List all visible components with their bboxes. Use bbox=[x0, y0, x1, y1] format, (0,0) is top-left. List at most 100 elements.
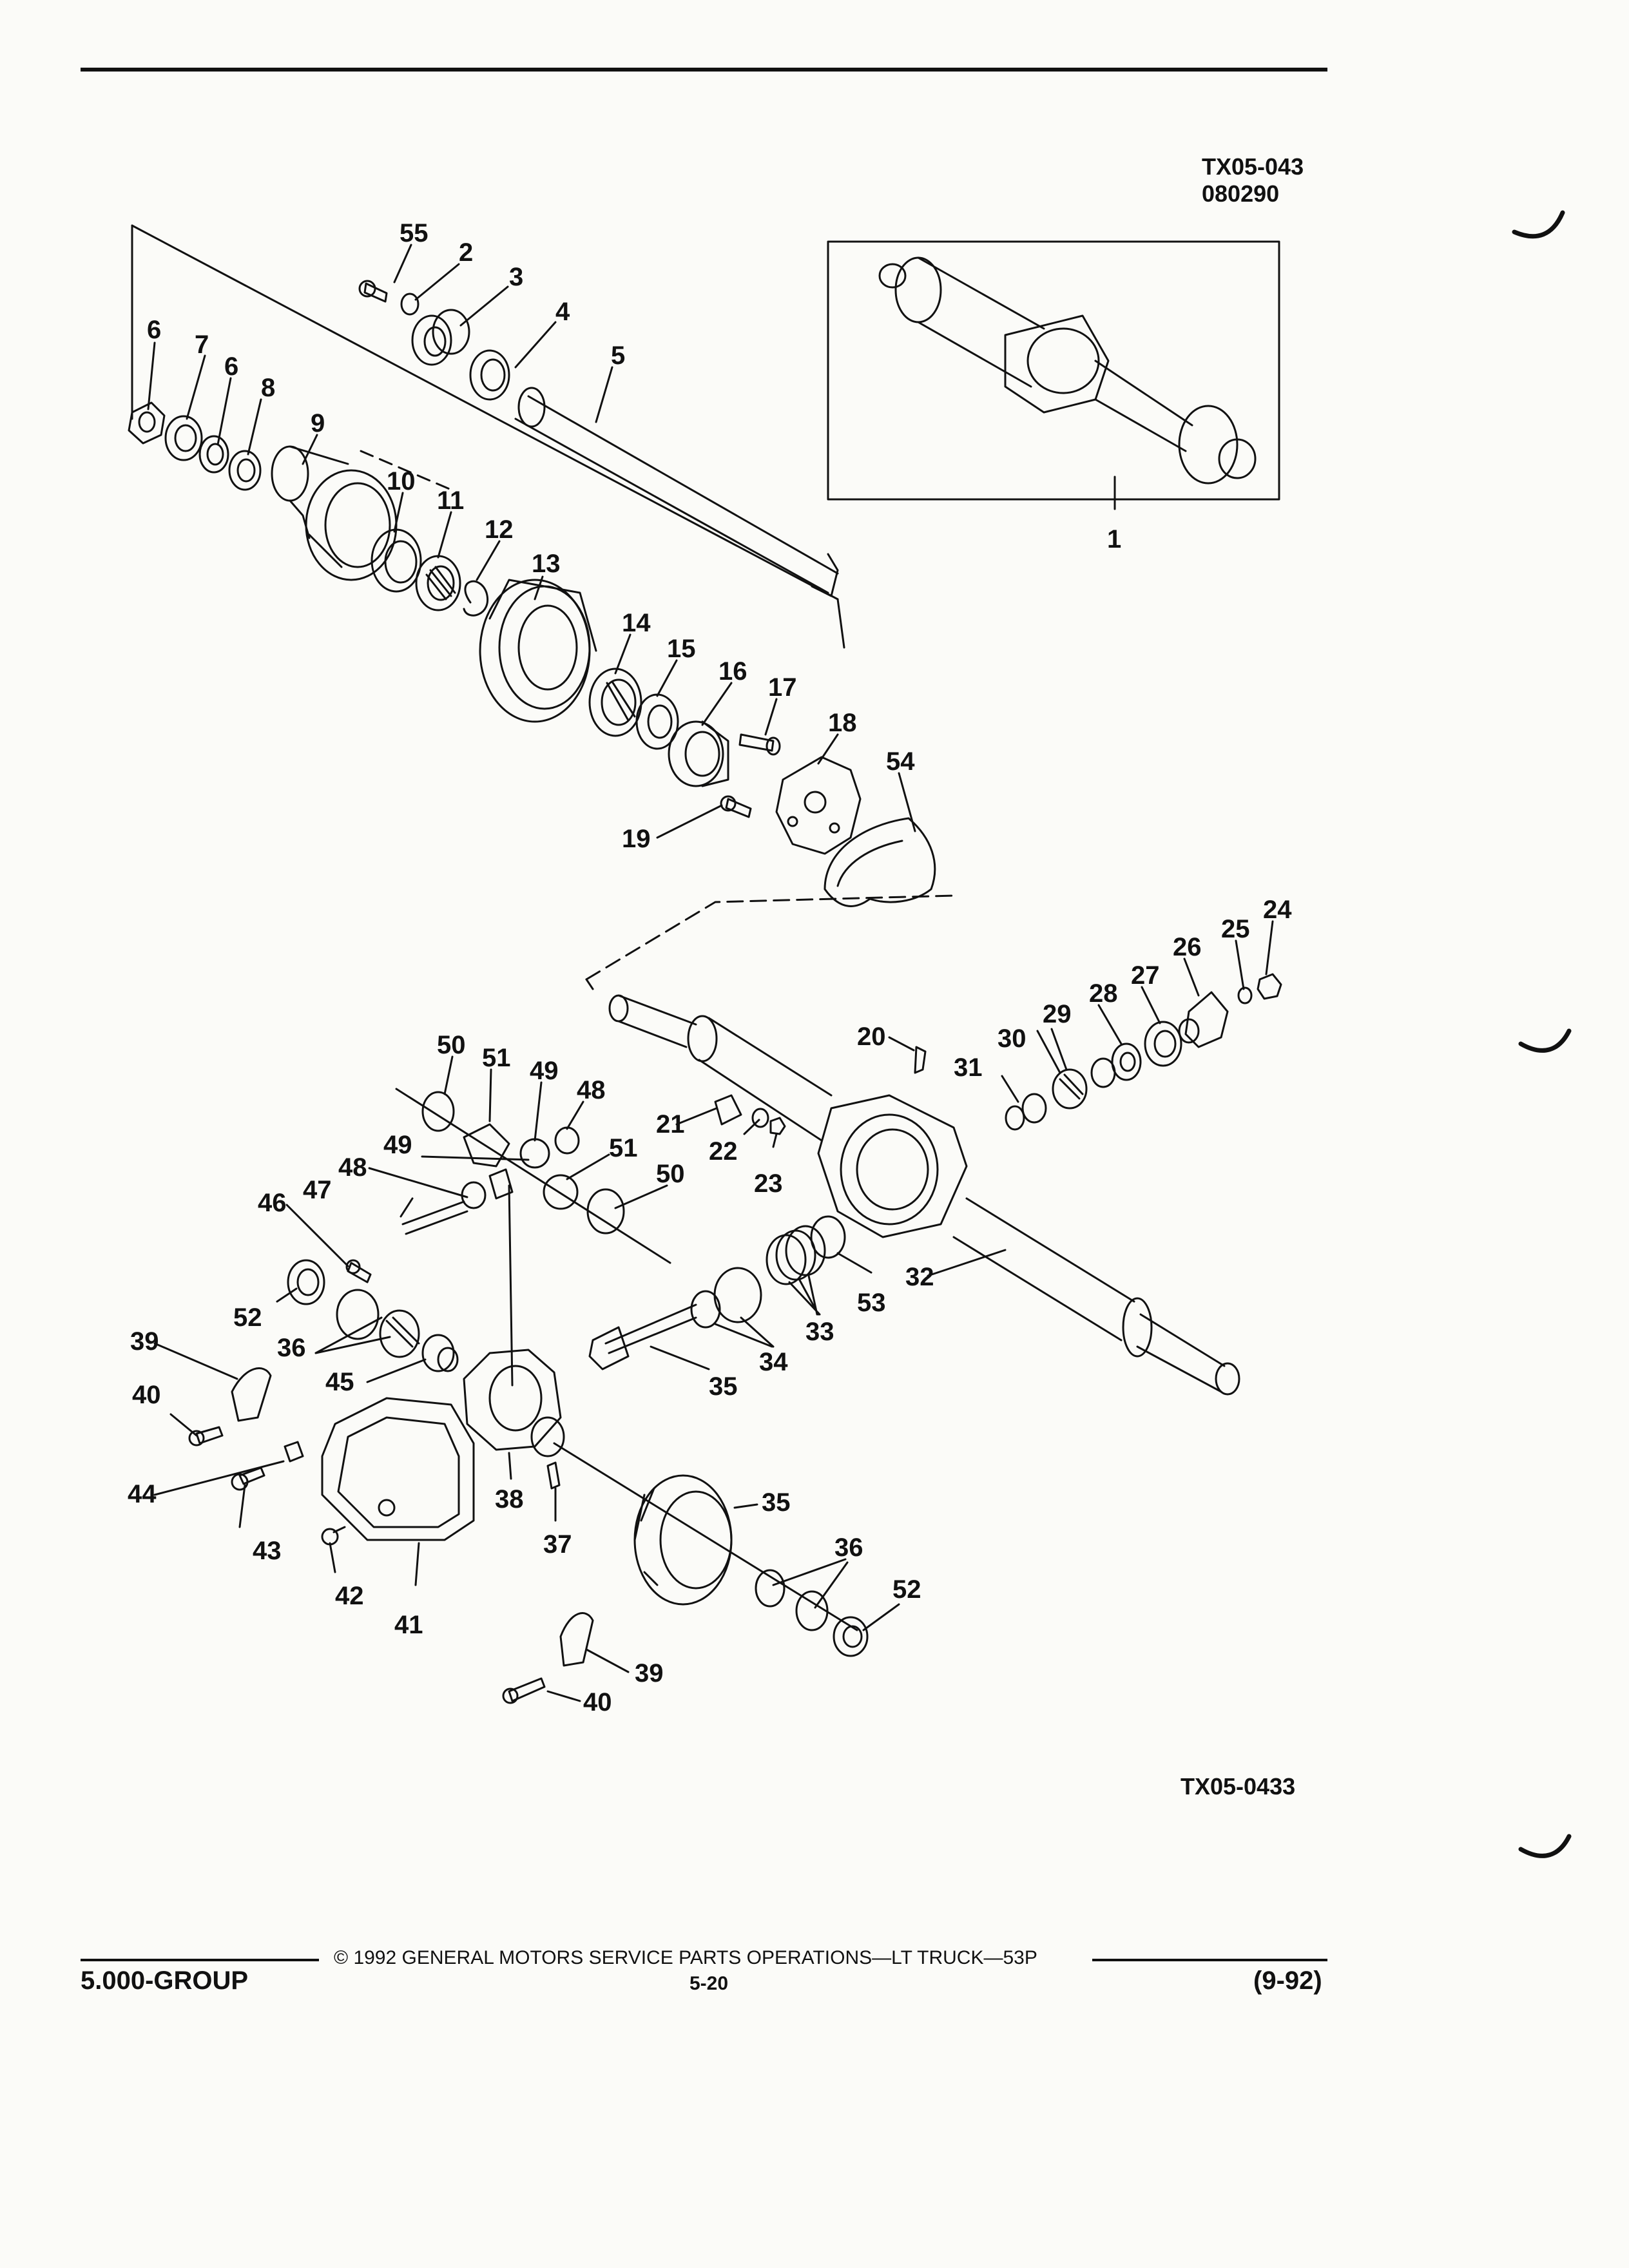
part-39-cap-lower bbox=[559, 1612, 594, 1667]
callout-26: 26 bbox=[1173, 933, 1202, 961]
callout-33: 33 bbox=[805, 1318, 834, 1346]
part-19-bolt bbox=[720, 795, 752, 818]
callout-14: 14 bbox=[622, 609, 651, 637]
callout-47: 47 bbox=[303, 1176, 332, 1204]
part-36-bearing-lower bbox=[755, 1569, 829, 1631]
callout-16: 16 bbox=[718, 657, 747, 686]
part-12-snap-ring bbox=[463, 580, 489, 617]
footer-rule-right bbox=[1092, 1959, 1327, 1961]
part-28-slinger bbox=[1111, 1043, 1142, 1081]
callout-40b: 40 bbox=[583, 1688, 612, 1716]
footer-rule-left bbox=[81, 1959, 319, 1961]
part-2-washer bbox=[400, 293, 419, 316]
drawing-reference-number: TX05-043 bbox=[1202, 153, 1304, 180]
callout-55: 55 bbox=[400, 219, 429, 247]
callout-4: 4 bbox=[555, 298, 570, 326]
part-6-nut bbox=[128, 401, 166, 445]
part-31-shim bbox=[1005, 1093, 1047, 1131]
part-17-bolt bbox=[738, 733, 781, 756]
callout-41: 41 bbox=[394, 1611, 423, 1639]
part-55-bolt bbox=[358, 280, 388, 303]
callout-54: 54 bbox=[886, 747, 915, 776]
callout-40: 40 bbox=[132, 1381, 161, 1409]
callout-35b: 35 bbox=[762, 1488, 791, 1517]
callout-8: 8 bbox=[261, 374, 275, 402]
part-8-washer bbox=[228, 450, 262, 491]
leader-lines bbox=[147, 244, 1274, 1702]
callout-39: 39 bbox=[130, 1327, 159, 1356]
callout-27: 27 bbox=[1131, 961, 1160, 990]
part-33-shims bbox=[766, 1225, 826, 1285]
callout-51: 51 bbox=[482, 1044, 511, 1072]
part-40-bolt bbox=[188, 1426, 224, 1446]
part-43-bolt bbox=[231, 1466, 265, 1491]
callout-18: 18 bbox=[828, 709, 857, 737]
axle-shaft-hub-group bbox=[128, 224, 955, 990]
callout-30: 30 bbox=[998, 1024, 1027, 1053]
callout-46: 46 bbox=[258, 1189, 287, 1217]
part-22-washer bbox=[751, 1108, 769, 1128]
part-29-spacer bbox=[1090, 1057, 1116, 1088]
part-16-seal bbox=[668, 720, 729, 787]
part-14-bearing bbox=[588, 668, 642, 737]
callout-25: 25 bbox=[1221, 915, 1250, 943]
part-18-backing-plate bbox=[775, 756, 862, 855]
part-39-cap bbox=[231, 1367, 272, 1422]
callout-35: 35 bbox=[709, 1372, 738, 1401]
callout-15: 15 bbox=[667, 635, 696, 663]
part-54-shield bbox=[824, 817, 936, 907]
part-36-bearings bbox=[336, 1289, 420, 1358]
part-20-breather bbox=[914, 1046, 927, 1074]
figure-reference-number: TX05-0433 bbox=[1181, 1773, 1296, 1800]
part-30-bearing bbox=[1052, 1068, 1088, 1110]
callout-38: 38 bbox=[495, 1485, 524, 1514]
footer-page-number: 5-20 bbox=[689, 1973, 729, 1994]
callout-2: 2 bbox=[459, 238, 473, 267]
callout-5: 5 bbox=[611, 341, 625, 370]
callout-1: 1 bbox=[1107, 525, 1121, 553]
callout-39b: 39 bbox=[635, 1659, 664, 1687]
part-11-bearing bbox=[415, 555, 461, 611]
part-13-hub bbox=[479, 579, 597, 723]
callout-37: 37 bbox=[543, 1530, 572, 1559]
callout-3: 3 bbox=[509, 263, 523, 291]
part-27-seal bbox=[1144, 1021, 1182, 1067]
callout-9: 9 bbox=[311, 409, 325, 437]
callout-numbers: 55 2 3 4 5 6 7 6 8 9 10 11 12 13 14 15 1… bbox=[128, 219, 1292, 1716]
callout-28: 28 bbox=[1089, 979, 1118, 1008]
part-42-bolt bbox=[321, 1526, 346, 1546]
callout-13: 13 bbox=[532, 550, 561, 578]
footer-revision: (9-92) bbox=[1253, 1966, 1322, 1995]
part-4-gasket bbox=[469, 349, 510, 401]
part-7-lock-ring bbox=[164, 415, 203, 461]
part-44-plug bbox=[284, 1441, 304, 1463]
part-38-carrier bbox=[463, 1349, 565, 1457]
callout-12: 12 bbox=[485, 515, 514, 544]
callout-17: 17 bbox=[768, 673, 797, 702]
callout-52: 52 bbox=[233, 1303, 262, 1332]
callout-49: 49 bbox=[530, 1057, 559, 1085]
callout-24: 24 bbox=[1263, 896, 1292, 924]
callout-48: 48 bbox=[577, 1076, 606, 1104]
callout-36b: 36 bbox=[834, 1533, 863, 1562]
part-37-pin bbox=[546, 1461, 561, 1490]
callout-36: 36 bbox=[277, 1334, 306, 1362]
part-32-axle-housing bbox=[608, 994, 1240, 1396]
drawing-reference-date: 080290 bbox=[1202, 180, 1280, 207]
part-45-bushing bbox=[421, 1334, 459, 1372]
inset-complete-axle bbox=[827, 240, 1280, 510]
part-34-bearing bbox=[690, 1267, 762, 1329]
callout-31: 31 bbox=[954, 1053, 983, 1082]
part-52-seal-lower bbox=[833, 1616, 869, 1657]
callout-52b: 52 bbox=[892, 1575, 921, 1604]
binder-marks bbox=[1512, 210, 1572, 1858]
callout-53: 53 bbox=[857, 1289, 886, 1317]
callout-10: 10 bbox=[387, 467, 416, 495]
part-10-bearing bbox=[371, 528, 422, 593]
callout-6b: 6 bbox=[224, 352, 238, 381]
callout-43: 43 bbox=[253, 1537, 282, 1565]
callout-51b: 51 bbox=[609, 1134, 638, 1162]
pinion-carrier-group bbox=[188, 1184, 858, 1631]
part-26-yoke bbox=[1178, 991, 1229, 1048]
